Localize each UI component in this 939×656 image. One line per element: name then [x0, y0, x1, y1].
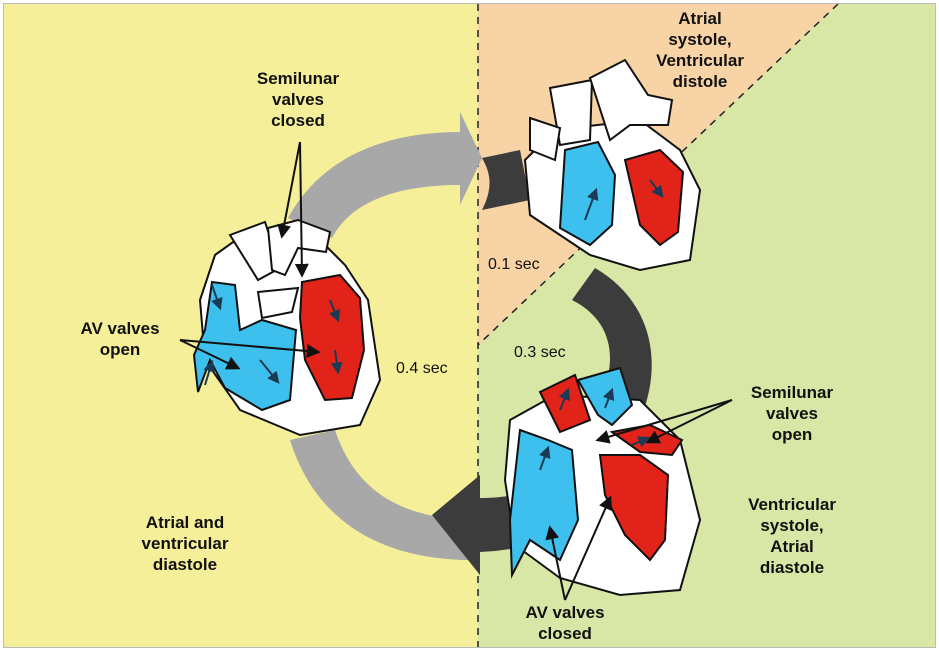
duration-atrial-systole: 0.1 sec	[488, 256, 540, 274]
label-av-valves-closed: AV valves closed	[505, 602, 625, 644]
duration-diastole: 0.4 sec	[396, 360, 448, 378]
duration-ventricular-systole: 0.3 sec	[514, 344, 566, 362]
label-phase-diastole: Atrial and ventricular diastole	[110, 512, 260, 575]
label-phase-atrial-systole: Atrial systole, Ventricular distole	[640, 8, 760, 92]
label-semilunar-valves-closed: Semilunar valves closed	[228, 68, 368, 131]
label-semilunar-valves-open: Semilunar valves open	[722, 382, 862, 445]
label-av-valves-open: AV valves open	[60, 318, 180, 360]
label-phase-ventricular-systole: Ventricular systole, Atrial diastole	[722, 494, 862, 578]
